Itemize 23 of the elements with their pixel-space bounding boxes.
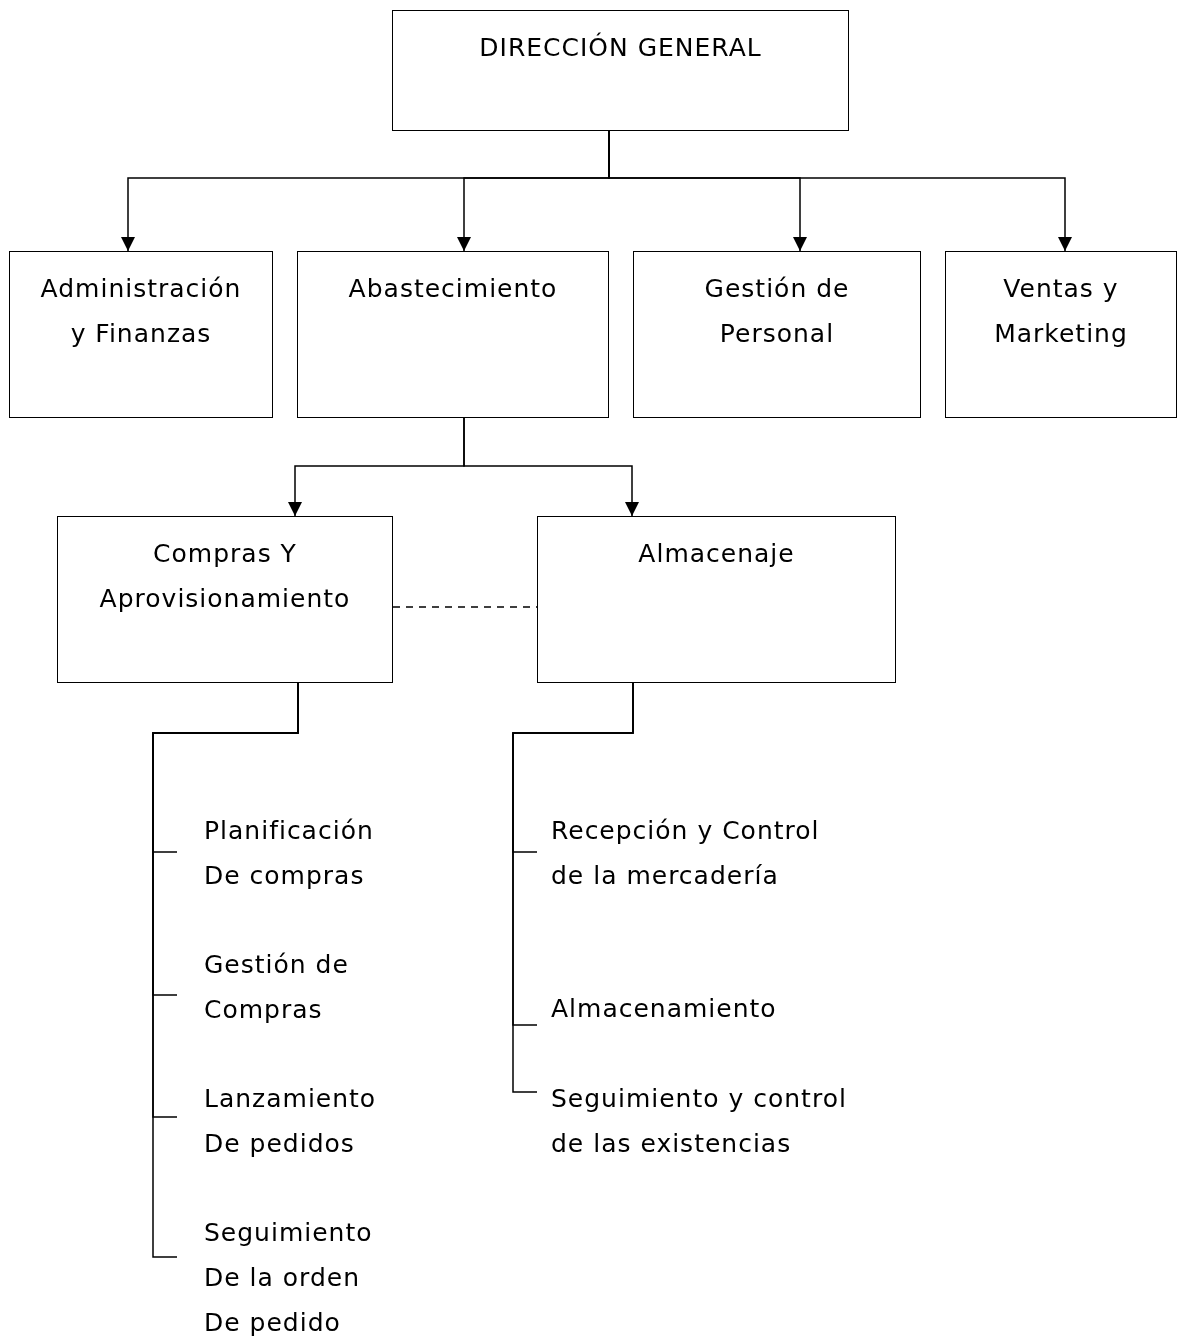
org-box xyxy=(537,516,896,683)
task-label: Recepción y Control de la mercadería xyxy=(537,808,857,898)
org-box xyxy=(633,251,921,418)
org-box xyxy=(297,251,609,418)
task-label: Lanzamiento De pedidos xyxy=(177,1076,407,1166)
tree-connector xyxy=(512,682,634,1093)
org-box xyxy=(945,251,1177,418)
task-label: Seguimiento De la orden De pedido xyxy=(177,1210,392,1338)
org-box xyxy=(392,10,849,131)
box-label: DIRECCIÓN GENERAL xyxy=(478,31,763,64)
box-label: Administración y Finanzas xyxy=(40,273,242,350)
org-box xyxy=(57,516,393,683)
box-label: Gestión de Personal xyxy=(703,273,851,350)
task-label: Gestión de Compras xyxy=(177,942,407,1032)
org-box xyxy=(9,251,273,418)
box-label: Almacenaje xyxy=(637,538,796,570)
task-label: Planificación De compras xyxy=(177,808,407,898)
arrow xyxy=(463,417,639,517)
box-label: Compras Y Aprovisionamiento xyxy=(99,538,351,615)
task-label: Seguimiento y control de las existencias xyxy=(537,1076,887,1166)
task-label: Almacenamiento xyxy=(537,986,857,1031)
box-label: Ventas y Marketing xyxy=(994,273,1128,350)
box-label: Abastecimiento xyxy=(347,273,559,305)
